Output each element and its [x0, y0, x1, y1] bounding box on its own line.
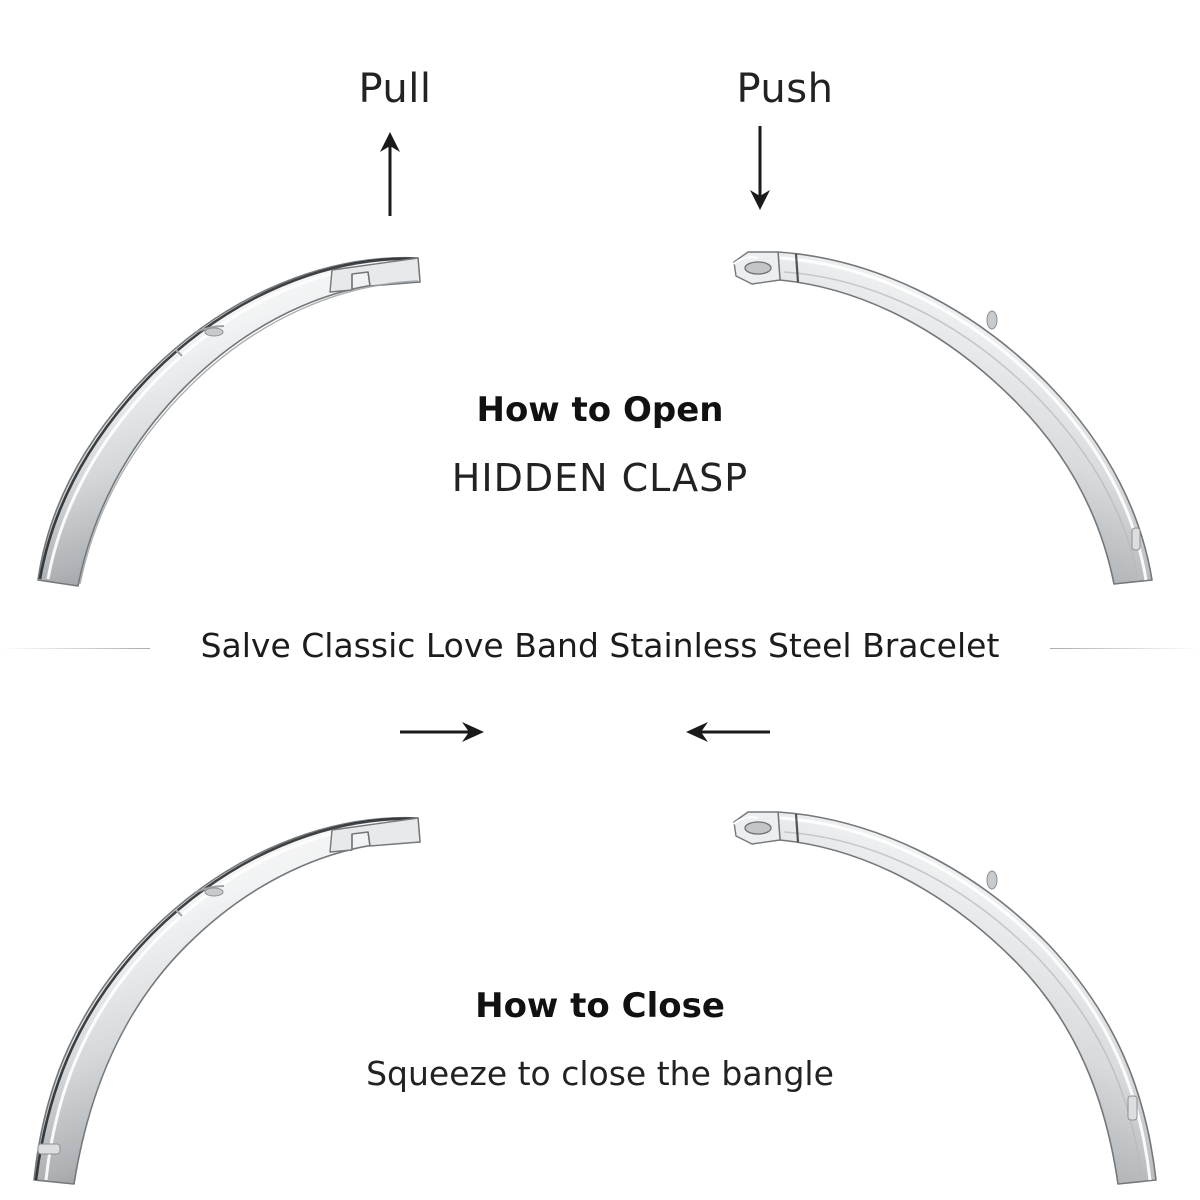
- product-title: Salve Classic Love Band Stainless Steel …: [150, 624, 1050, 667]
- push-label: Push: [736, 66, 834, 112]
- squeeze-instruction: Squeeze to close the bangle: [366, 1054, 834, 1093]
- divider-line-left: [0, 648, 160, 649]
- bangle-open-left-half: [0, 180, 460, 600]
- how-to-close-heading: How to Close: [475, 986, 725, 1026]
- bangle-open-right-half: [700, 180, 1200, 600]
- bangle-close-right-half: [700, 740, 1200, 1200]
- push-arrow-down-icon: [730, 126, 790, 216]
- divider-line-right: [1040, 648, 1200, 649]
- squeeze-arrow-right-icon: [400, 712, 490, 752]
- squeeze-arrow-left-icon: [680, 712, 770, 752]
- hidden-clasp-subheading: HIDDEN CLASP: [451, 456, 749, 500]
- pull-label: Pull: [358, 66, 432, 112]
- how-to-open-heading: How to Open: [476, 390, 724, 430]
- pull-arrow-up-icon: [360, 126, 420, 216]
- bangle-close-left-half: [0, 740, 460, 1200]
- divider: [0, 648, 1200, 650]
